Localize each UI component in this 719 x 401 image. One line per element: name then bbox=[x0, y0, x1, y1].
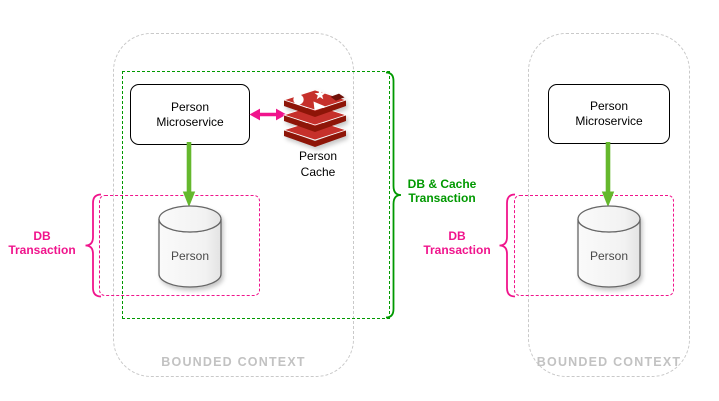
redis-cache-icon bbox=[283, 89, 347, 147]
cache-sync-double-arrow-icon bbox=[249, 108, 287, 121]
person-microservice-node-right: Person Microservice bbox=[548, 84, 670, 144]
db-cache-transaction-brace bbox=[386, 71, 402, 319]
db-write-arrow-left bbox=[182, 142, 196, 207]
db-transaction-label-right: DB Transaction bbox=[423, 228, 491, 257]
person-cache-label: Person Cache bbox=[298, 149, 338, 179]
db-transaction-label-left: DB Transaction bbox=[8, 228, 76, 257]
db-transaction-boundary-right bbox=[514, 195, 674, 296]
person-database-label-right: Person bbox=[589, 249, 629, 263]
bounded-context-left: BOUNDED CONTEXT bbox=[113, 33, 354, 377]
db-transaction-brace-right bbox=[499, 193, 515, 298]
person-database-label-left: Person bbox=[170, 249, 210, 263]
db-cache-transaction-label: DB & Cache Transaction bbox=[407, 176, 477, 205]
person-microservice-node-left: Person Microservice bbox=[130, 84, 250, 145]
person-microservice-label: Person Microservice bbox=[575, 99, 643, 128]
db-write-arrow-right bbox=[601, 142, 615, 207]
db-transaction-brace-left bbox=[85, 193, 101, 298]
bounded-context-label: BOUNDED CONTEXT bbox=[536, 355, 682, 369]
person-database-cylinder-right bbox=[577, 205, 641, 288]
person-database-cylinder-left bbox=[158, 205, 222, 288]
bounded-context-right: BOUNDED CONTEXT bbox=[528, 33, 690, 377]
bounded-context-label: BOUNDED CONTEXT bbox=[161, 355, 306, 369]
person-microservice-label: Person Microservice bbox=[156, 99, 224, 129]
db-transaction-boundary-left bbox=[99, 195, 260, 296]
